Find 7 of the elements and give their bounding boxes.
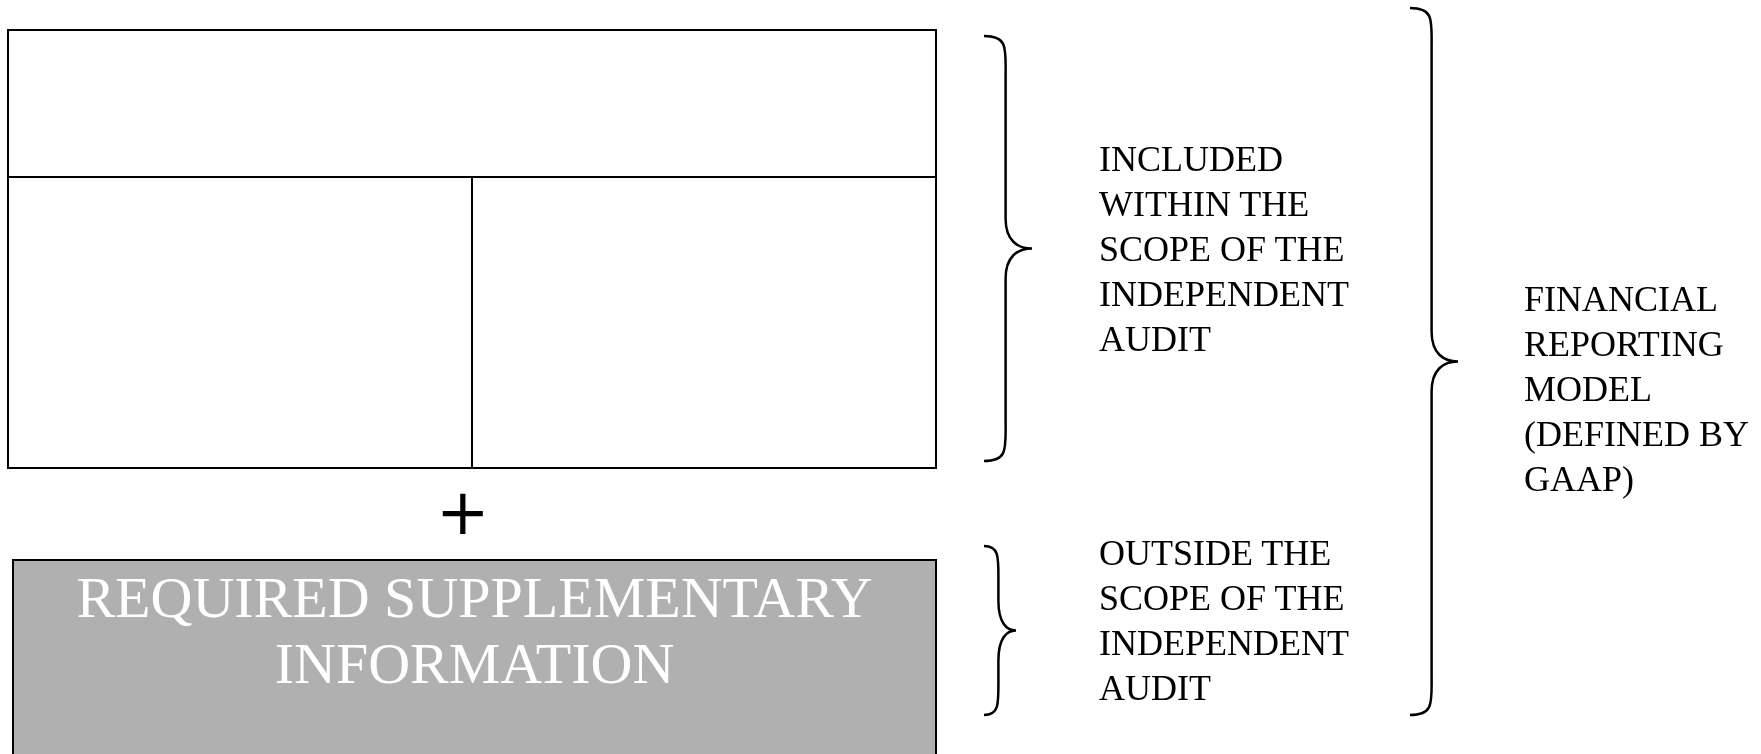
brace-label: INCLUDED WITHIN THE SCOPE OF THE INDEPENDENT AUDIT bbox=[1099, 138, 1350, 361]
shaded-box bbox=[12, 559, 937, 754]
brace-label: FINANCIAL REPORTING MODEL (DEFINED BY GAAP) bbox=[1524, 278, 1749, 501]
empty-box bbox=[7, 29, 937, 178]
brace-label: OUTSIDE THE SCOPE OF THE INDEPENDENT AUDIT bbox=[1099, 532, 1350, 710]
box-label: REQUIRED SUPPLEMENTARY INFORMATION bbox=[75, 564, 874, 697]
plus-sign: + bbox=[436, 480, 490, 544]
